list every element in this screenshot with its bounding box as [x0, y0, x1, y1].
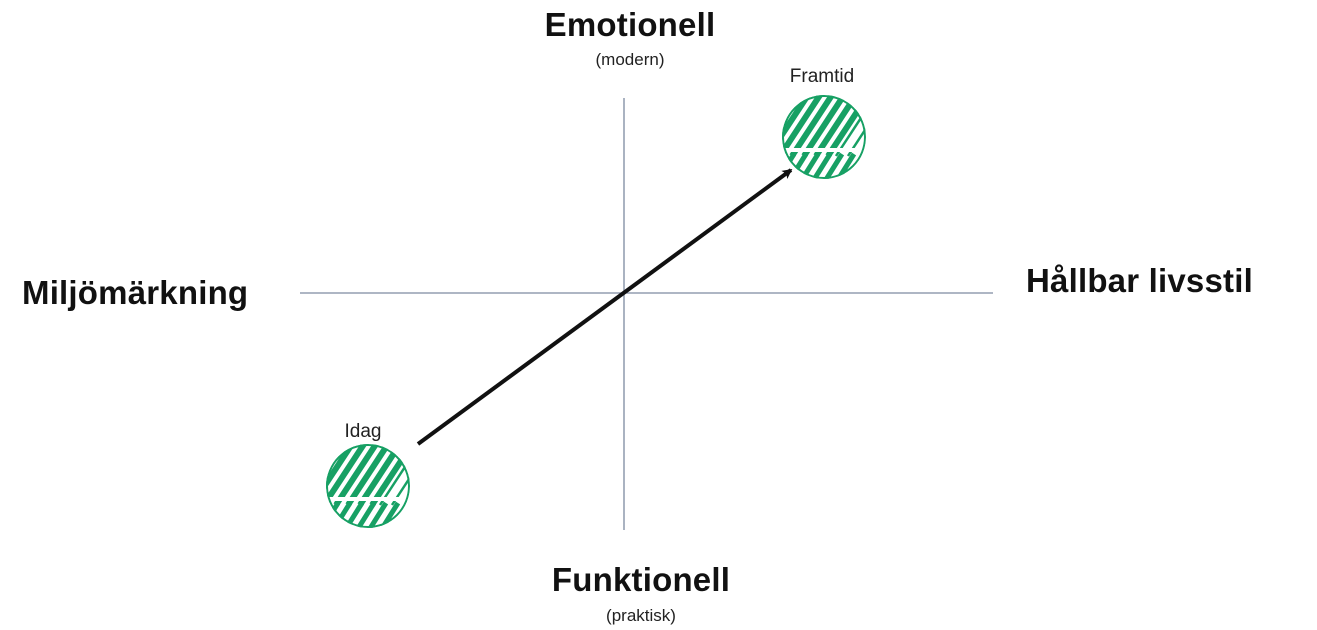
point-label-today: Idag — [344, 421, 382, 442]
axis-sublabel-bottom: (praktisk) — [606, 606, 676, 625]
axis-label-top: Emotionell — [544, 6, 716, 43]
swan-ecolabel-icon — [326, 444, 410, 528]
axis-label-left: Miljömärkning — [22, 274, 249, 311]
swan-ecolabel-icon — [782, 95, 866, 179]
transition-arrow — [416, 168, 793, 446]
axis-label-right: Hållbar livsstil — [1026, 262, 1253, 299]
point-label-future: Framtid — [789, 66, 855, 87]
axis-label-bottom: Funktionell — [551, 561, 731, 598]
axis-sublabel-top: (modern) — [595, 50, 665, 69]
